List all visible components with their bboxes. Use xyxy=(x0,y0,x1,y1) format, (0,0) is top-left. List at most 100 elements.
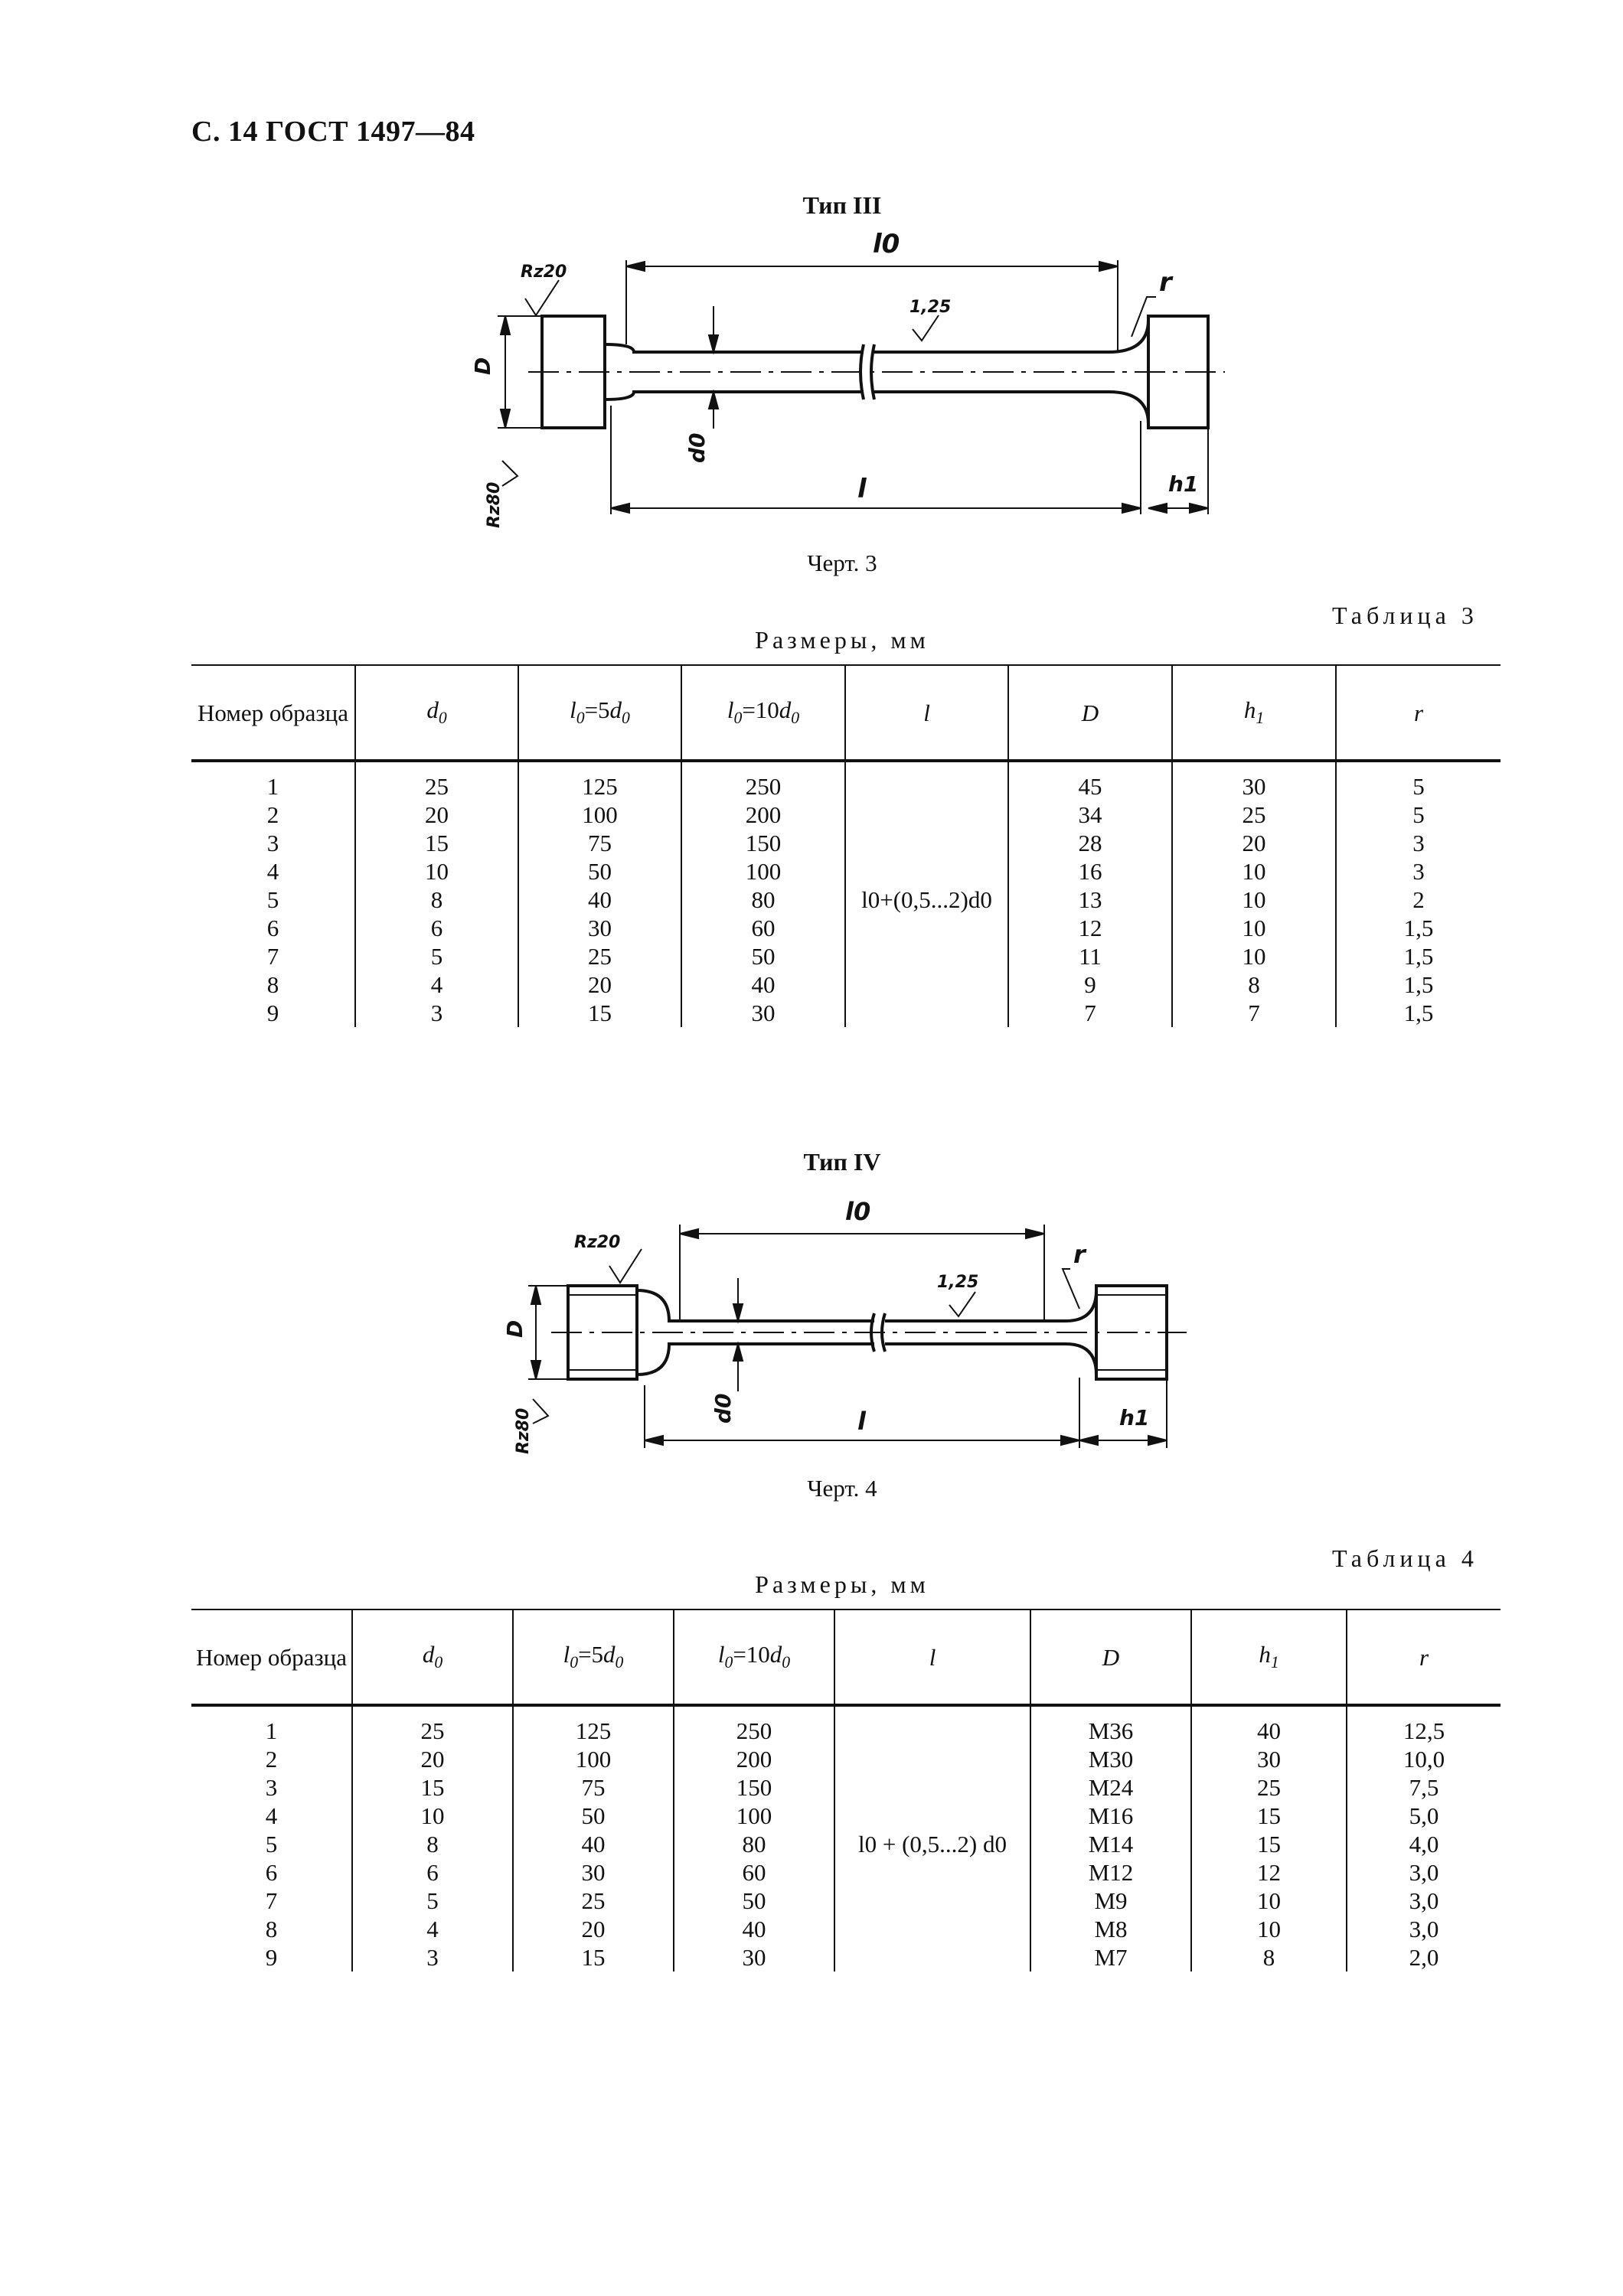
cell-r: 1,5 xyxy=(1403,971,1434,998)
table-4: Номер образца d0 l0=5d0 l0=10d0 l D h1 r… xyxy=(191,1609,1501,1971)
col-r: r xyxy=(1336,664,1501,762)
cell-h1: 8 xyxy=(1172,970,1337,999)
cell-number: 2 xyxy=(191,1745,353,1773)
cell-h1: 20 xyxy=(1172,829,1337,857)
cell-d0: 5 xyxy=(355,942,519,970)
cell-l-formula: l0 + (0,5...2) d0 xyxy=(834,1705,1031,1971)
sizes-label-3: Размеры, мм xyxy=(755,626,929,654)
cell-D: 9 xyxy=(1008,970,1173,999)
cell-number: 7 xyxy=(191,942,356,970)
cell-d0: 3 xyxy=(352,1943,514,1971)
cell-l0-10d0: 250 xyxy=(674,1705,835,1745)
label-l0-iv: l0 xyxy=(845,1197,870,1226)
col-D: D xyxy=(1030,1609,1192,1707)
cell-number: 1 xyxy=(191,1705,353,1745)
cell-d0: 3 xyxy=(355,999,519,1027)
label-finish-iv: 1,25 xyxy=(937,1273,978,1292)
specimen-outline-iii xyxy=(540,315,1210,429)
cell-D: 11 xyxy=(1008,942,1173,970)
cell-number: 9 xyxy=(191,1943,353,1971)
cell-r: 12,5 xyxy=(1403,1717,1445,1744)
table-3: Номер образца d0 l0=5d0 l0=10d0 l D h1 r… xyxy=(191,664,1501,1027)
cell-l0-5d0: 30 xyxy=(518,914,682,942)
cell-D: M12 xyxy=(1030,1858,1192,1887)
table-3-label: Таблица 3 xyxy=(1332,602,1478,629)
cell-number: 4 xyxy=(191,857,356,885)
cell-D: M7 xyxy=(1030,1943,1192,1971)
cell-l0-10d0: 250 xyxy=(681,761,846,801)
cell-h1: 10 xyxy=(1191,1887,1347,1915)
cell-l0-10d0: 150 xyxy=(674,1773,835,1802)
cell-r: 3,0 xyxy=(1409,1859,1439,1886)
cell-d0: 4 xyxy=(355,970,519,999)
cell-D: 28 xyxy=(1008,829,1173,857)
col-D: D xyxy=(1008,664,1173,762)
cell-h1: 10 xyxy=(1172,942,1337,970)
cell-d0: 10 xyxy=(352,1802,514,1830)
cell-l0-5d0: 40 xyxy=(513,1830,674,1858)
col-d0: d0 xyxy=(355,664,519,762)
col-l0-5d0: l0=5d0 xyxy=(513,1609,674,1707)
label-d0-iii: d0 xyxy=(684,432,710,463)
cell-D: M16 xyxy=(1030,1802,1192,1830)
cell-d0: 25 xyxy=(352,1705,514,1745)
cell-d0: 6 xyxy=(355,914,519,942)
type-iii-title: Тип III xyxy=(802,191,882,219)
label-h1-iii: h1 xyxy=(1168,471,1198,497)
cell-r: 10,0 xyxy=(1403,1746,1445,1773)
label-rz20-iv: Rz20 xyxy=(574,1233,620,1252)
col-l0-10d0: l0=10d0 xyxy=(681,664,846,762)
cell-r: 3 xyxy=(1412,858,1425,885)
cell-number: 3 xyxy=(191,1773,353,1802)
col-h1: h1 xyxy=(1172,664,1337,762)
cell-number: 8 xyxy=(191,970,356,999)
cell-l0-5d0: 25 xyxy=(518,942,682,970)
cell-h1: 10 xyxy=(1191,1915,1347,1943)
cell-h1: 30 xyxy=(1172,761,1337,801)
label-l-iii: l xyxy=(857,474,867,504)
cell-l0-5d0: 50 xyxy=(513,1802,674,1830)
cell-l0-5d0: 50 xyxy=(518,857,682,885)
cell-h1: 15 xyxy=(1191,1802,1347,1830)
cell-r: 2 xyxy=(1412,886,1425,913)
caption-fig-4: Черт. 4 xyxy=(807,1475,877,1502)
cell-D: M24 xyxy=(1030,1773,1192,1802)
cell-h1: 40 xyxy=(1191,1705,1347,1745)
cell-l0-10d0: 200 xyxy=(674,1745,835,1773)
table-4-label: Таблица 4 xyxy=(1332,1544,1478,1572)
cell-D: 34 xyxy=(1008,801,1173,829)
col-l0-5d0: l0=5d0 xyxy=(518,664,682,762)
cell-d0: 8 xyxy=(355,885,519,914)
cell-r: 3 xyxy=(1412,830,1425,856)
cell-r: 2,0 xyxy=(1409,1944,1439,1971)
cell-l0-10d0: 150 xyxy=(681,829,846,857)
cell-l0-5d0: 75 xyxy=(518,829,682,857)
cell-l0-10d0: 40 xyxy=(674,1915,835,1943)
cell-number: 8 xyxy=(191,1915,353,1943)
cell-number: 6 xyxy=(191,1858,353,1887)
cell-h1: 25 xyxy=(1172,801,1337,829)
cell-r: 1,5 xyxy=(1403,1000,1434,1026)
label-finish-iii: 1,25 xyxy=(909,298,951,317)
cell-h1: 10 xyxy=(1172,914,1337,942)
cell-l0-5d0: 100 xyxy=(513,1745,674,1773)
cell-l0-10d0: 50 xyxy=(674,1887,835,1915)
cell-d0: 15 xyxy=(355,829,519,857)
cell-D: 13 xyxy=(1008,885,1173,914)
cell-h1: 10 xyxy=(1172,857,1337,885)
cell-l0-10d0: 30 xyxy=(674,1943,835,1971)
drawing-type-iii: l0 r Rz20 1,25 D d0 l h1 Rz80 xyxy=(470,229,1225,528)
label-r-iii: r xyxy=(1159,267,1174,298)
col-l0-10d0: l0=10d0 xyxy=(674,1609,835,1707)
cell-l0-5d0: 125 xyxy=(518,761,682,801)
cell-h1: 15 xyxy=(1191,1830,1347,1858)
cell-l0-10d0: 100 xyxy=(681,857,846,885)
label-D-iii: D xyxy=(470,357,495,375)
